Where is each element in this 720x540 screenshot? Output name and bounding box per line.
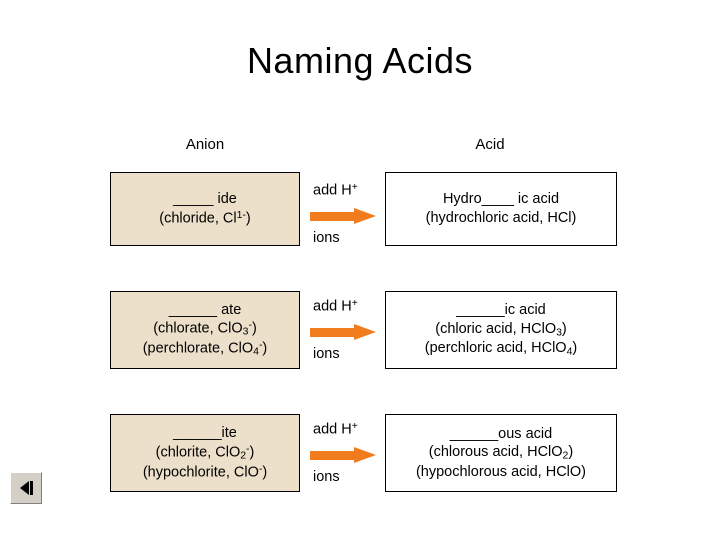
arrow-head-row2 <box>354 324 376 340</box>
anion-example-chlorate: (chlorate, ClO3-) <box>153 319 257 339</box>
anion-box-row2: ______ ate (chlorate, ClO3-) (perchlorat… <box>110 291 300 369</box>
acid-example-chlorous: (chlorous acid, HClO2) <box>429 443 573 463</box>
acid-example-chloric: (chloric acid, HClO3) <box>435 320 567 340</box>
anion-box-row1: _____ ide (chloride, Cl1-) <box>110 172 300 246</box>
arrow-label-add-h-sup-row1: + <box>351 182 358 193</box>
acid-example-hydrochloric: (hydrochloric acid, HCl) <box>425 210 577 226</box>
anion-blank-ate: ______ ate <box>168 301 242 318</box>
arrow-label-add-h-text-row2: add H <box>313 298 352 315</box>
previous-slide-button[interactable] <box>10 472 42 504</box>
triangle-left-icon <box>19 481 29 495</box>
anion-example-perchlorate-charge: - <box>258 340 263 352</box>
anion-example-chlorate-sub: 3 <box>242 326 249 338</box>
anion-example-hypochlorite-charge: - <box>258 463 263 475</box>
anion-example-hypochlorite: (hypochlorite, ClO-) <box>143 463 267 482</box>
arrow-shaft-row3 <box>310 451 356 460</box>
arrow-head-row1 <box>354 208 376 224</box>
anion-example-chlorite-sub: 2 <box>240 450 247 462</box>
anion-example-chloride-charge: 1- <box>236 209 246 221</box>
nav-bar-icon <box>29 481 33 495</box>
acid-example-perchloric-sub: 4 <box>566 346 573 358</box>
anion-example-chlorite-text: (chlorite, ClO <box>155 444 241 461</box>
right-arrow-icon-row3 <box>310 447 376 463</box>
anion-example-perchlorate: (perchlorate, ClO4-) <box>143 339 268 359</box>
anion-example-chlorite-charge: - <box>246 443 250 455</box>
arrow-label-add-h-sup-row2: + <box>351 298 358 309</box>
arrow-label-ions-row1: ions <box>313 230 340 246</box>
arrow-shaft-row1 <box>310 212 356 221</box>
acid-example-perchloric: (perchloric acid, HClO4) <box>425 339 577 359</box>
acid-example-chlorous-sub: 2 <box>562 450 569 462</box>
anion-example-chlorite-paren: ) <box>249 444 255 461</box>
arrow-label-add-h-row1: add H+ <box>313 182 358 198</box>
right-arrow-icon-row1 <box>310 208 376 224</box>
acid-example-chloric-paren: ) <box>561 320 567 337</box>
anion-example-chlorate-paren: ) <box>251 320 257 337</box>
anion-blank-ide: _____ ide <box>173 191 237 208</box>
arrow-label-add-h-row3: add H+ <box>313 421 358 437</box>
acid-example-chlorous-text: (chlorous acid, HClO <box>428 444 563 461</box>
right-arrow-icon-row2 <box>310 324 376 340</box>
arrow-head-row3 <box>354 447 376 463</box>
arrow-shaft-row2 <box>310 328 356 337</box>
acid-blank-ous: ______ous acid <box>449 425 553 442</box>
acid-box-row3: ______ous acid (chlorous acid, HClO2) (h… <box>385 414 617 492</box>
anion-box-row3: ______ite (chlorite, ClO2-) (hypochlorit… <box>110 414 300 492</box>
anion-example-chloride: (chloride, Cl1-) <box>159 209 250 228</box>
anion-example-hypochlorite-text: (hypochlorite, ClO <box>142 464 259 481</box>
arrow-label-add-h-text-row1: add H <box>313 182 352 199</box>
acid-example-hypochlorous: (hypochlorous acid, HClO) <box>415 463 587 480</box>
anion-example-perchlorate-sub: 4 <box>253 346 259 358</box>
acid-example-perchloric-paren: ) <box>572 340 578 357</box>
acid-blank-ic: ______ic acid <box>456 302 546 319</box>
anion-example-chlorite: (chlorite, ClO2-) <box>156 443 255 463</box>
page-title: Naming Acids <box>246 40 474 81</box>
arrow-label-ions-row3: ions <box>313 469 340 485</box>
acid-box-row1: Hydro____ ic acid (hydrochloric acid, HC… <box>385 172 617 246</box>
arrow-label-ions-row2: ions <box>313 346 340 362</box>
arrow-label-add-h-text-row3: add H <box>313 421 352 438</box>
arrow-label-add-h-row2: add H+ <box>313 298 358 314</box>
anion-example-perchlorate-paren: ) <box>262 340 268 357</box>
anion-example-chlorate-charge: - <box>248 320 252 332</box>
anion-example-chlorate-text: (chlorate, ClO <box>153 320 243 337</box>
arrow-label-add-h-sup-row3: + <box>351 421 358 432</box>
acid-example-perchloric-text: (perchloric acid, HClO <box>424 340 567 357</box>
column-header-anion: Anion <box>185 136 225 153</box>
acid-blank-hydro-ic: Hydro____ ic acid <box>442 191 560 208</box>
anion-example-hypochlorite-paren: ) <box>262 464 268 481</box>
anion-example-perchlorate-text: (perchlorate, ClO <box>142 340 254 357</box>
acid-example-chlorous-paren: ) <box>568 444 574 461</box>
column-header-acid: Acid <box>475 136 505 153</box>
anion-blank-ite: ______ite <box>173 425 237 442</box>
acid-example-chloric-sub: 3 <box>556 326 562 338</box>
acid-box-row2: ______ic acid (chloric acid, HClO3) (per… <box>385 291 617 369</box>
anion-example-chloride-paren: ) <box>245 210 251 227</box>
anion-example-chloride-text: (chloride, Cl <box>159 210 237 227</box>
acid-example-chloric-text: (chloric acid, HClO <box>435 320 557 337</box>
